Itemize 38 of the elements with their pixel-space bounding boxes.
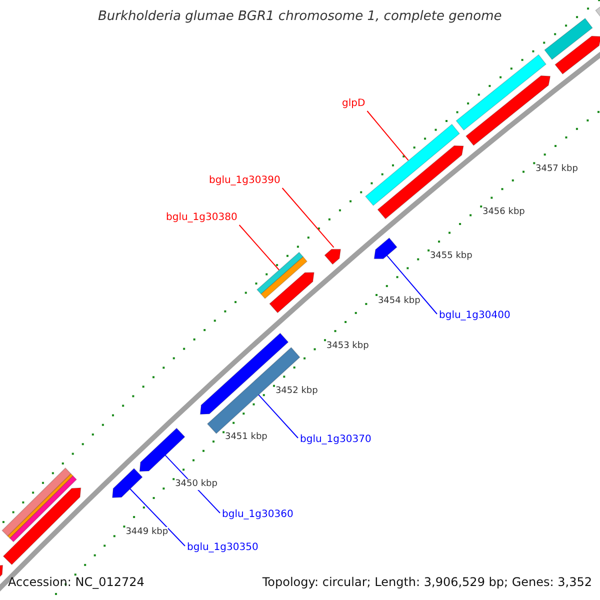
gene-label: bglu_1g30400 (439, 309, 510, 322)
position-label: 3455 kbp (430, 251, 472, 262)
gene-label: bglu_1g30370 (300, 433, 372, 446)
leader-line (366, 110, 409, 161)
leader-line (282, 188, 334, 248)
position-label: 3454 kbp (378, 296, 420, 307)
leader-line (130, 488, 186, 546)
gene-feature (374, 237, 398, 260)
accession-note: Accession: NC_012724 (8, 575, 144, 589)
gene-feature (377, 145, 464, 220)
gene-label: bglu_1g30360 (222, 508, 294, 521)
leader-line (238, 224, 280, 270)
leader-line (258, 394, 298, 438)
gene-label: bglu_1g30390 (209, 174, 280, 187)
position-label: 3450 kbp (175, 479, 218, 490)
gene-feature (2, 487, 82, 566)
gene-feature (112, 468, 143, 498)
gene-feature (269, 272, 314, 314)
gene-feature (139, 428, 186, 472)
genome-info-note: Topology: circular; Length: 3,906,529 bp; Genes: 3,352 (262, 575, 592, 589)
gene-feature (465, 75, 551, 146)
gene-label: bglu_1g30380 (166, 211, 238, 224)
gene-feature (554, 36, 600, 75)
gene-label: glpD (342, 97, 366, 110)
position-label: 3452 kbp (275, 386, 318, 398)
gene-feature (324, 248, 342, 265)
gene-bar (364, 124, 460, 206)
gene-bar (544, 18, 593, 60)
position-label: 3457 kbp (536, 164, 578, 176)
position-label: 3449 kbp (126, 526, 168, 538)
gene-bar (456, 54, 547, 131)
position-label: 3453 kbp (326, 340, 369, 352)
position-label: 3456 kbp (482, 207, 525, 218)
diagram-title: Burkholderia glumae BGR1 chromosome 1, complete genome (98, 10, 502, 23)
gene-label: bglu_1g30350 (187, 541, 258, 554)
gene-bar (2, 467, 72, 537)
leader-line (386, 255, 438, 314)
position-label: 3451 kbp (224, 432, 268, 444)
